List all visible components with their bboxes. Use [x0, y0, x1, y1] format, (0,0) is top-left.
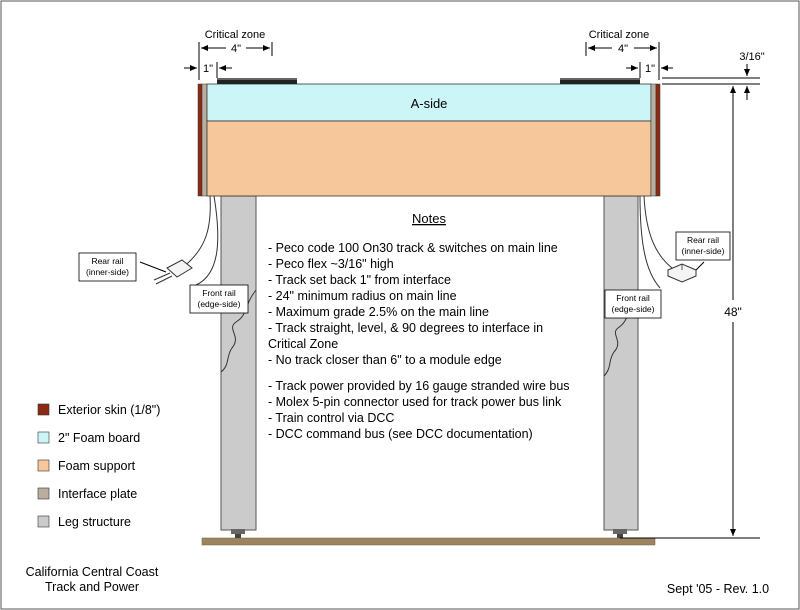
right-exterior-skin	[655, 83, 661, 197]
notes-title: Notes	[412, 211, 446, 226]
module-body: A-side	[197, 83, 661, 197]
note-line: - Track set back 1" from interface	[268, 273, 451, 287]
svg-text:Foam support: Foam support	[58, 459, 136, 473]
left-critical-zone-dim: Critical zone 4" 1"	[184, 29, 273, 80]
note-line: - DCC command bus (see DCC documentation…	[268, 427, 533, 441]
svg-text:Exterior skin (1/8"): Exterior skin (1/8")	[58, 403, 160, 417]
legend-item-foam-support: Foam support	[37, 459, 136, 473]
svg-text:Rear rail: Rear rail	[91, 256, 123, 266]
svg-text:Front rail: Front rail	[202, 288, 236, 298]
legend: Exterior skin (1/8") 2" Foam board Foam …	[37, 403, 160, 529]
svg-text:(inner-side): (inner-side)	[86, 267, 129, 277]
left-leg	[220, 195, 257, 538]
svg-text:Interface plate: Interface plate	[58, 487, 137, 501]
left-wiring	[139, 195, 219, 286]
left-track	[217, 78, 297, 84]
revision-label: Sept '05 - Rev. 1.0	[667, 582, 769, 596]
note-line: - 24" minimum radius on main line	[268, 289, 457, 303]
svg-text:Rear rail: Rear rail	[687, 235, 719, 245]
legend-item-foam-board: 2" Foam board	[37, 431, 140, 445]
right-critical-zone-dim: Critical zone 4" 1"	[585, 29, 673, 80]
note-line: - No track closer than 6" to a module ed…	[268, 353, 502, 367]
one-inch-label: 1"	[203, 63, 213, 75]
left-interface-plate	[201, 83, 208, 197]
legend-item-interface-plate: Interface plate	[37, 487, 137, 501]
note-line: - Track straight, level, & 90 degrees to…	[268, 321, 543, 335]
notes-block: Notes - Peco code 100 On30 track & switc…	[268, 211, 570, 441]
left-rear-rail-callout: Rear rail (inner-side)	[78, 252, 137, 282]
one-inch-label: 1"	[645, 63, 655, 75]
four-inch-label: 4"	[618, 43, 628, 55]
a-side-label: A-side	[411, 96, 448, 111]
foam-board	[206, 83, 652, 122]
molex-connector-plug	[166, 259, 193, 278]
footer-title-line2: Track and Power	[45, 580, 139, 594]
right-rear-rail-callout: Rear rail (inner-side)	[675, 231, 731, 261]
height-dimension: 3/16" 48"	[620, 51, 765, 539]
critical-zone-label: Critical zone	[205, 29, 266, 41]
note-line: - Peco code 100 On30 track & switches on…	[268, 241, 558, 255]
note-line: - Track power provided by 16 gauge stran…	[268, 379, 570, 393]
three-sixteenths-label: 3/16"	[739, 51, 764, 63]
svg-text:Front rail: Front rail	[616, 293, 650, 303]
note-line: - Maximum grade 2.5% on the main line	[268, 305, 489, 319]
critical-zone-label: Critical zone	[589, 29, 650, 41]
footer-title-line1: California Central Coast	[26, 565, 159, 579]
note-line: - Train control via DCC	[268, 411, 394, 425]
legend-item-leg-structure: Leg structure	[37, 515, 131, 529]
four-inch-label: 4"	[231, 43, 241, 55]
ground-base	[201, 537, 656, 546]
svg-text:(edge-side): (edge-side)	[612, 304, 655, 314]
svg-text:(edge-side): (edge-side)	[198, 299, 241, 309]
svg-text:2" Foam board: 2" Foam board	[58, 431, 140, 445]
foam-support	[206, 120, 652, 197]
note-line: - Peco flex ~3/16" high	[268, 257, 394, 271]
left-exterior-skin	[197, 83, 203, 197]
right-wiring	[639, 195, 705, 289]
right-interface-plate	[650, 83, 657, 197]
right-leg	[603, 195, 639, 538]
svg-text:(inner-side): (inner-side)	[682, 246, 725, 256]
left-front-rail-callout: Front rail (edge-side)	[189, 284, 249, 314]
legend-item-exterior-skin: Exterior skin (1/8")	[37, 403, 160, 417]
svg-text:Leg structure: Leg structure	[58, 515, 131, 529]
right-front-rail-callout: Front rail (edge-side)	[604, 289, 662, 319]
right-track	[560, 78, 640, 84]
height-label: 48"	[724, 305, 742, 319]
note-line: Critical Zone	[268, 337, 338, 351]
note-line: - Molex 5-pin connector used for track p…	[268, 395, 562, 409]
